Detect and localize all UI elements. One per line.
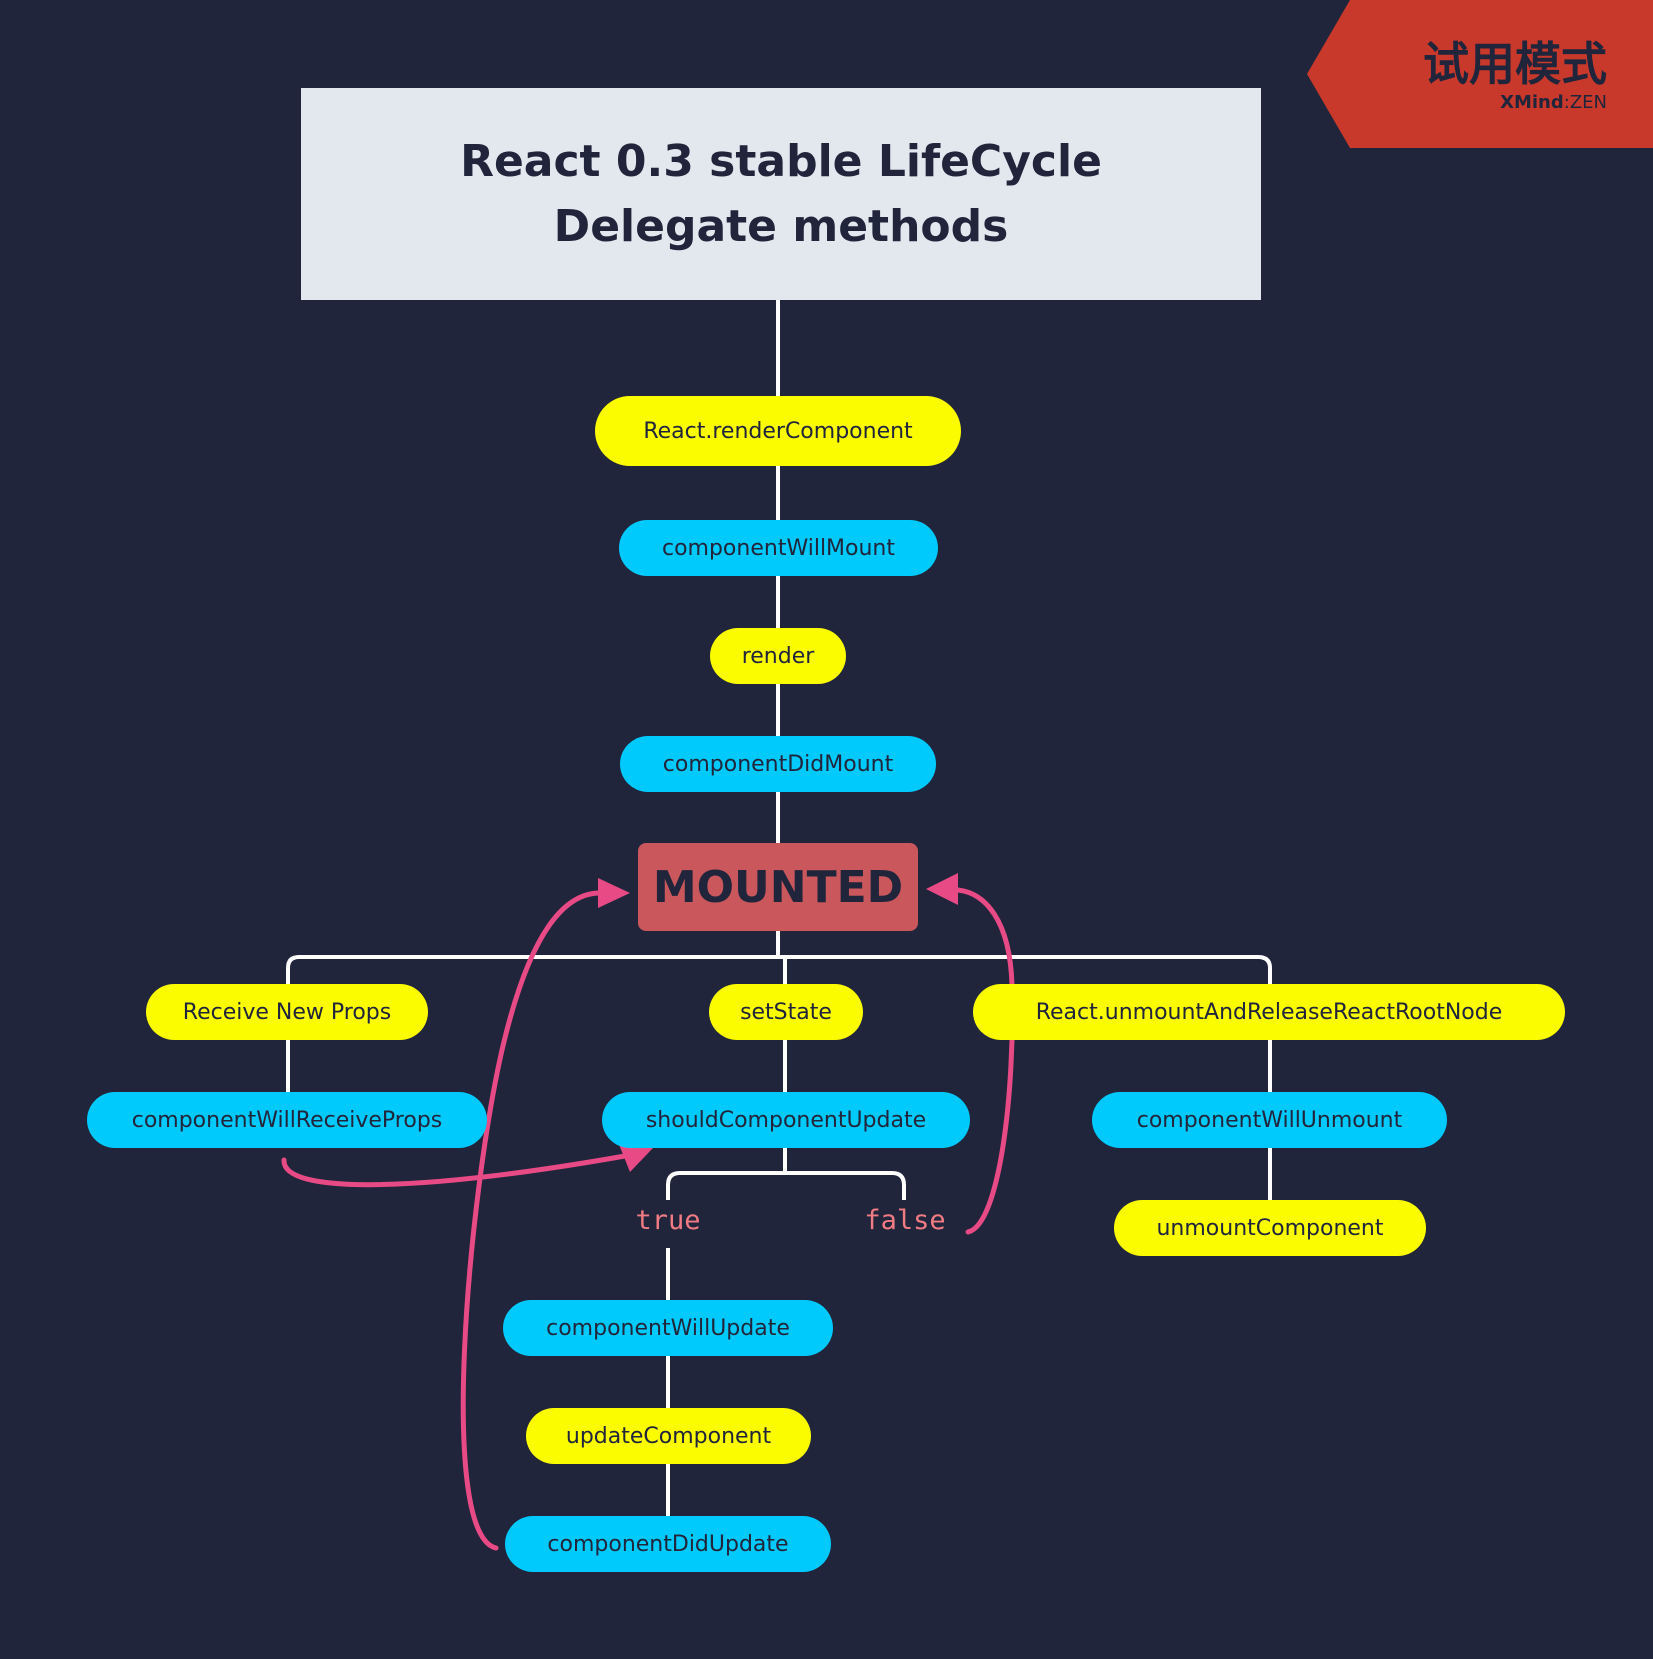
- node-unmount-component[interactable]: unmountComponent: [1114, 1200, 1426, 1256]
- node-component-will-unmount[interactable]: componentWillUnmount: [1092, 1092, 1447, 1148]
- node-render[interactable]: render: [710, 628, 846, 684]
- false-to-mounted-arrow: [955, 887, 1015, 1235]
- node-component-did-mount[interactable]: componentDidMount: [620, 736, 936, 792]
- mounted-state[interactable]: MOUNTED: [638, 843, 918, 931]
- watermark-brand-name: XMind: [1500, 92, 1564, 113]
- watermark-shape: [1307, 0, 1653, 148]
- branch-bar: [286, 955, 1272, 1010]
- arrowhead-should: [618, 1142, 654, 1172]
- node-should-component-update[interactable]: shouldComponentUpdate: [602, 1092, 970, 1148]
- arrowhead-mounted-right: [926, 873, 958, 905]
- node-unmount-and-release[interactable]: React.unmountAndReleaseReactRootNode: [973, 984, 1565, 1040]
- arrowhead-mounted-left: [598, 878, 630, 908]
- watermark-text: 试用模式: [1423, 37, 1607, 91]
- title-line-2: Delegate methods: [553, 201, 1009, 252]
- watermark-brand: XMind:ZEN: [1500, 92, 1607, 113]
- branch-true-label: true: [635, 1205, 701, 1236]
- props-to-should-arrow: [281, 1153, 628, 1188]
- node-update-component[interactable]: updateComponent: [526, 1408, 811, 1464]
- diagram-title: React 0.3 stable LifeCycle Delegate meth…: [301, 88, 1261, 300]
- node-component-will-receive-props[interactable]: componentWillReceiveProps: [87, 1092, 487, 1148]
- trial-watermark: 试用模式 XMind:ZEN: [1305, 0, 1653, 148]
- branch-false-label: false: [864, 1205, 946, 1236]
- node-set-state[interactable]: setState: [709, 984, 863, 1040]
- didupdate-to-mounted-arrow: [460, 890, 603, 1551]
- node-component-will-mount[interactable]: componentWillMount: [619, 520, 938, 576]
- node-component-did-update[interactable]: componentDidUpdate: [505, 1516, 831, 1572]
- node-receive-new-props[interactable]: Receive New Props: [146, 984, 428, 1040]
- title-line-1: React 0.3 stable LifeCycle: [460, 136, 1102, 187]
- decision-bar: [666, 1171, 906, 1200]
- watermark-edition: ZEN: [1569, 92, 1607, 113]
- node-component-will-update[interactable]: componentWillUpdate: [503, 1300, 833, 1356]
- node-render-component[interactable]: React.renderComponent: [595, 396, 961, 466]
